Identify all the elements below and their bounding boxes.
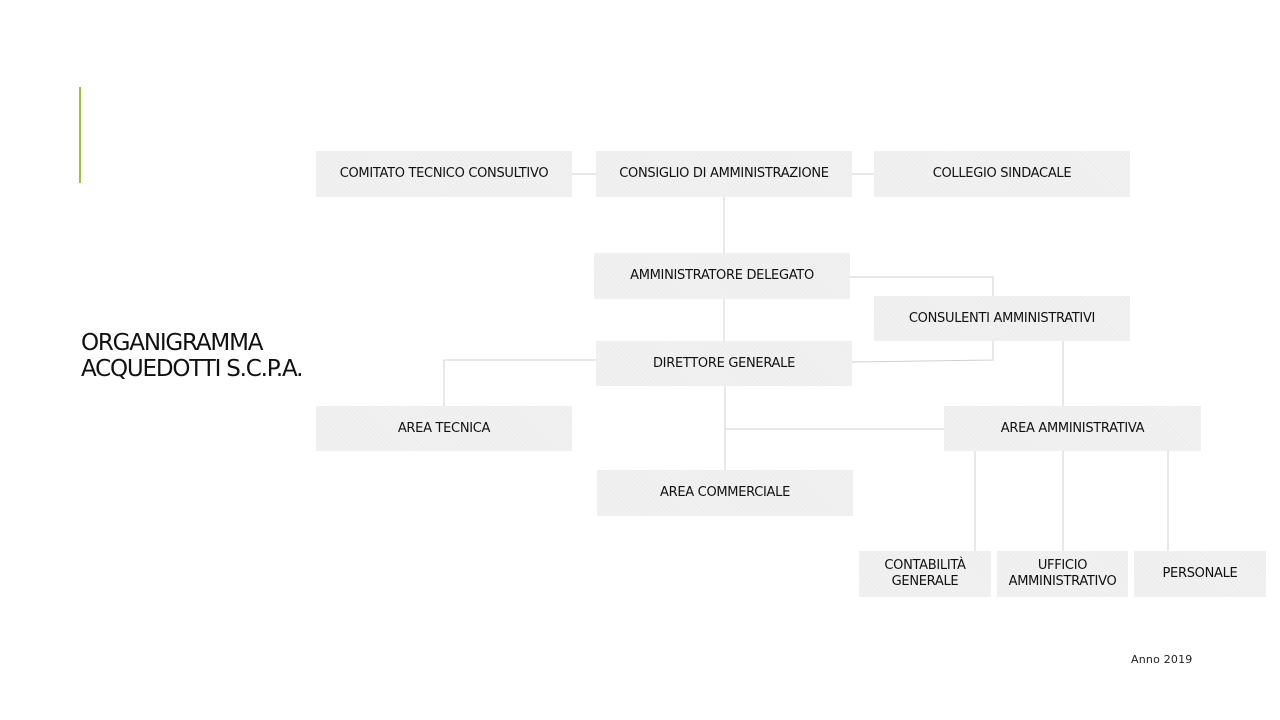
box-label: COMITATO TECNICO CONSULTIVO — [339, 166, 549, 181]
box-label: AMMINISTRATORE DELEGATO — [630, 268, 814, 283]
box-label: AREA TECNICA — [397, 420, 491, 436]
box-personale: PERSONALE — [1134, 551, 1266, 597]
box-consiglio-di-amministrazione: CONSIGLIO DI AMMINISTRAZIONE — [596, 151, 852, 197]
box-label: CONSULENTI AMMINISTRATIVI — [908, 310, 1096, 326]
box-label: DIRETTORE GENERALE — [652, 355, 796, 371]
box-consulenti-amministrativi: CONSULENTI AMMINISTRATIVI — [874, 296, 1130, 341]
connector-amministratore-consulenti — [850, 276, 994, 296]
box-amministratore-delegato: AMMINISTRATORE DELEGATO — [594, 253, 850, 299]
accent-bar — [79, 87, 81, 183]
page-title-line-2: ACQUEDOTTI S.C.P.A. — [81, 356, 303, 382]
box-area-tecnica: AREA TECNICA — [316, 406, 572, 451]
box-collegio-sindacale: COLLEGIO SINDACALE — [874, 151, 1130, 197]
box-contabilita-generale: CONTABILITÀ GENERALE — [859, 551, 991, 597]
box-direttore-generale: DIRETTORE GENERALE — [596, 341, 852, 386]
box-label: UFFICIO AMMINISTRATIVO — [1008, 558, 1117, 589]
box-label: PERSONALE — [1162, 566, 1238, 581]
box-label: COLLEGIO SINDACALE — [932, 166, 1072, 181]
page-title: ORGANIGRAMMA ACQUEDOTTI S.C.P.A. — [81, 330, 311, 382]
footer-year: Anno 2019 — [1131, 653, 1193, 666]
box-label: AREA COMMERCIALE — [660, 485, 790, 500]
box-label: AREA AMMINISTRATIVA — [1000, 420, 1145, 436]
box-label: CONTABILITÀ GENERALE — [884, 558, 966, 589]
box-ufficio-amministrativo: UFFICIO AMMINISTRATIVO — [997, 551, 1128, 597]
box-area-commerciale: AREA COMMERCIALE — [597, 470, 853, 516]
box-comitato-tecnico-consultivo: COMITATO TECNICO CONSULTIVO — [316, 151, 572, 197]
connector-direttore-area-tecnica — [443, 359, 596, 406]
box-label: CONSIGLIO DI AMMINISTRAZIONE — [619, 166, 829, 181]
connector-consulenti-direttore — [851, 341, 994, 363]
box-area-amministrativa: AREA AMMINISTRATIVA — [944, 406, 1201, 451]
page-title-line-1: ORGANIGRAMMA — [81, 330, 263, 356]
